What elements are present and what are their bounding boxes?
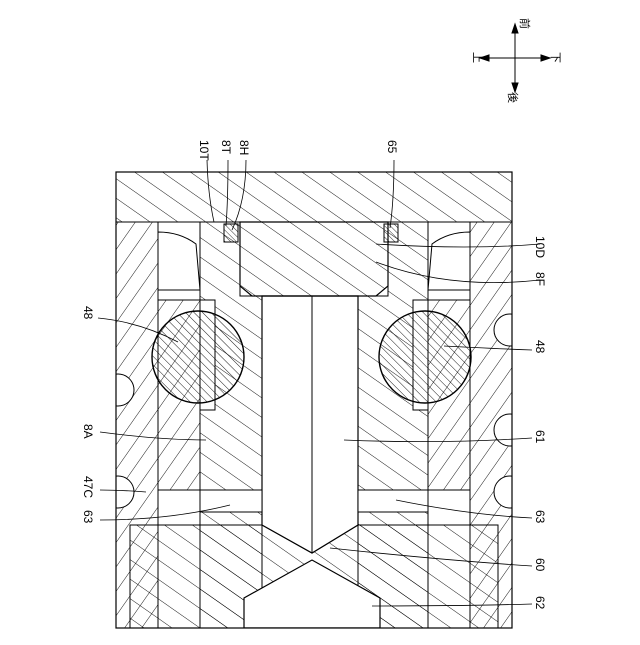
label-62: 62 — [533, 596, 547, 610]
direction-up-label: 上 — [471, 52, 484, 63]
direction-down-label: 下 — [549, 52, 561, 63]
direction-rear-label: 後 — [506, 92, 520, 103]
label-8h: 8H — [237, 140, 251, 155]
label-47c: 47C — [81, 476, 95, 498]
label-8t: 8T — [219, 140, 233, 155]
label-65: 65 — [385, 140, 399, 154]
label-8a: 8A — [81, 424, 95, 439]
ball-edge-left-2 — [102, 374, 134, 406]
label-63-left: 63 — [81, 510, 95, 524]
groove-left — [158, 232, 200, 290]
passage-63-left — [200, 490, 262, 512]
label-10t: 10T — [197, 140, 211, 161]
central-bore-61 — [262, 296, 358, 553]
label-60: 60 — [533, 558, 547, 572]
plug-10d — [240, 222, 388, 296]
label-63-right: 63 — [533, 510, 547, 524]
label-10d: 10D — [533, 236, 547, 258]
ball-47c-right — [494, 476, 526, 508]
ball-47c-left — [102, 476, 134, 508]
direction-indicator — [480, 24, 550, 92]
direction-front-label: 前 — [518, 18, 532, 29]
section-body — [102, 172, 526, 628]
seal-8h — [224, 224, 238, 242]
ball-edge-right-3 — [494, 414, 526, 446]
label-48-right: 48 — [533, 340, 547, 354]
label-61: 61 — [533, 430, 547, 444]
ball-48-right — [379, 311, 471, 403]
ball-edge-right-2 — [494, 314, 526, 346]
top-plate — [116, 172, 512, 222]
label-8f: 8F — [533, 272, 547, 286]
label-48-left: 48 — [81, 306, 95, 320]
ball-48-left — [152, 311, 244, 403]
seal-65 — [384, 224, 398, 242]
passage-63-right — [358, 490, 428, 512]
